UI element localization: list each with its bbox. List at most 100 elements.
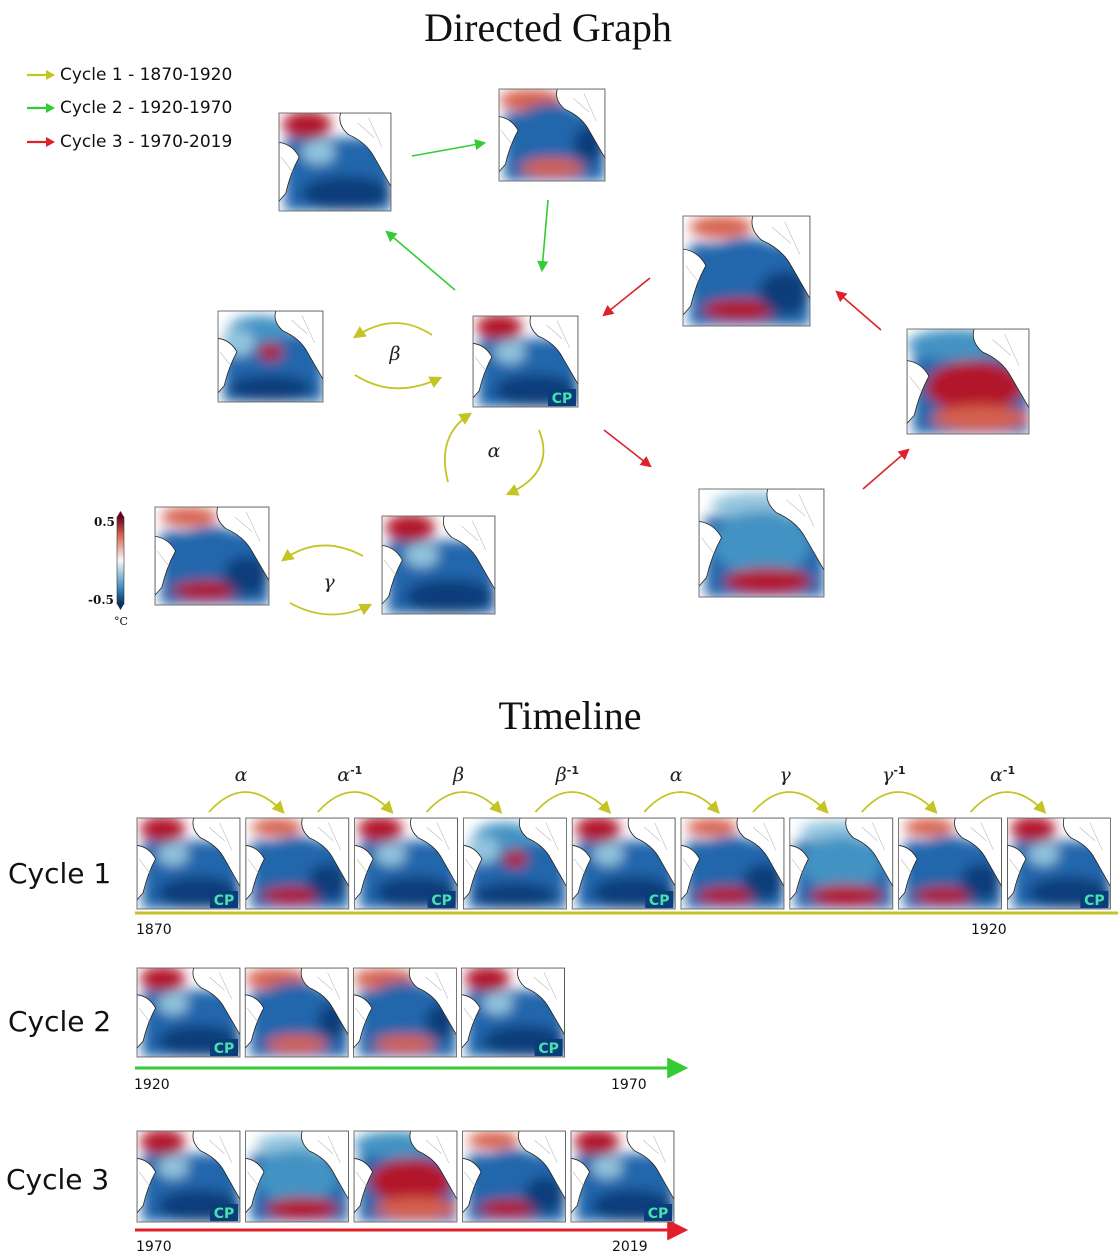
cp-badge: CP xyxy=(1084,893,1105,909)
sst-map: CP xyxy=(1007,817,1111,910)
legend: Cycle 1 - 1870-1920 Cycle 2 - 1920-1970 … xyxy=(26,58,232,159)
legend-label: Cycle 2 - 1920-1970 xyxy=(60,98,233,119)
transition-symbol: β xyxy=(453,764,465,786)
graph-title: Directed Graph xyxy=(424,5,672,50)
sst-map: CP xyxy=(136,817,241,910)
timeline-title: Timeline xyxy=(498,693,642,738)
edge-beta-top xyxy=(352,322,433,339)
beta-label: β xyxy=(389,343,401,365)
edge-red-4 xyxy=(835,290,882,331)
sst-map xyxy=(462,817,567,910)
sst-map xyxy=(498,88,606,182)
transition-exponent: -1 xyxy=(350,763,363,777)
transition-symbol: α xyxy=(337,764,351,787)
transition-exponent: -1 xyxy=(893,763,906,777)
edge-gamma-top xyxy=(280,544,364,562)
sst-map xyxy=(462,1130,566,1223)
transition-arrow xyxy=(861,791,938,814)
sst-map xyxy=(789,817,894,910)
colorbar-top-cap xyxy=(117,511,124,517)
cycle2-label: Cycle 2 xyxy=(8,1005,112,1038)
transition-arrow xyxy=(208,791,285,814)
cycle1-label: Cycle 1 xyxy=(8,857,112,890)
sst-map xyxy=(245,817,350,910)
sst-map: CP xyxy=(461,967,566,1058)
cycle2-end-year: 1970 xyxy=(611,1077,647,1093)
sst-map xyxy=(898,817,1002,910)
cp-badge: CP xyxy=(538,1041,559,1057)
sst-map-panels: CP CP CP CP CP CP CP CP CP xyxy=(136,88,1111,1223)
cp-badge-bg xyxy=(645,891,674,908)
transition-arrow xyxy=(643,791,720,814)
transition-label: α xyxy=(235,764,248,786)
cp-badge: CP xyxy=(552,391,573,407)
transition-symbol: α xyxy=(990,764,1003,787)
sst-map xyxy=(244,967,349,1058)
cp-badge-bg xyxy=(644,1204,672,1221)
sst-map xyxy=(381,515,496,615)
legend-item-cycle1: Cycle 1 - 1870-1920 xyxy=(26,58,232,92)
cp-badge-bg xyxy=(1080,891,1109,908)
edge-beta-bottom xyxy=(354,374,443,390)
transition-arrow xyxy=(752,791,829,814)
colorbar-max-label: 0.5 xyxy=(94,515,115,529)
transition-arrow xyxy=(317,791,394,814)
cycle1-end-year: 1920 xyxy=(971,922,1007,938)
gamma-label: γ xyxy=(323,571,335,593)
alpha-label: α xyxy=(487,440,501,462)
cp-badge: CP xyxy=(648,1206,669,1222)
sst-map xyxy=(154,506,270,606)
transition-label: γ xyxy=(779,764,790,786)
cp-badge: CP xyxy=(649,893,670,909)
edge-green-1 xyxy=(411,139,487,157)
transition-label: α xyxy=(670,764,683,786)
edge-green-2 xyxy=(537,199,549,273)
edge-alpha-right xyxy=(505,429,545,496)
transition-symbol: α xyxy=(669,764,683,786)
arrow-icon xyxy=(27,69,55,80)
transition-label: α-1 xyxy=(990,764,1015,786)
sst-map: CP xyxy=(472,315,579,408)
legend-label: Cycle 1 - 1870-1920 xyxy=(60,64,233,85)
colorbar-min-label: -0.5 xyxy=(88,593,114,607)
transition-exponent: -1 xyxy=(566,763,579,777)
sst-map xyxy=(906,328,1030,435)
colorbar-unit-label: °C xyxy=(114,615,128,628)
cp-badge: CP xyxy=(214,1041,235,1057)
transition-label: α-1 xyxy=(337,764,362,786)
colorbar xyxy=(116,516,125,605)
sst-map xyxy=(353,1130,458,1223)
cp-badge-bg xyxy=(210,1204,238,1221)
sst-map: CP xyxy=(570,1130,675,1223)
sst-map xyxy=(682,215,811,327)
colorbar-bottom-cap xyxy=(117,604,124,610)
sst-map xyxy=(217,310,324,403)
arrow-icon xyxy=(27,136,55,147)
cp-badge-bg xyxy=(427,891,456,908)
transition-symbol: β xyxy=(555,764,567,787)
sst-map xyxy=(278,112,392,212)
transition-label: β xyxy=(453,764,464,786)
sst-map xyxy=(245,1130,349,1223)
transition-label: β-1 xyxy=(556,764,579,786)
cp-badge-bg xyxy=(210,891,238,908)
cycle3-end-year: 2019 xyxy=(612,1239,648,1255)
graph-arrows xyxy=(280,139,910,616)
edge-alpha-left xyxy=(444,412,473,483)
edge-red-1 xyxy=(602,277,651,317)
transition-symbol: γ xyxy=(779,764,791,786)
sst-map: CP xyxy=(136,967,241,1058)
legend-item-cycle2: Cycle 2 - 1920-1970 xyxy=(26,92,232,126)
sst-map xyxy=(352,967,457,1058)
transition-exponent: -1 xyxy=(1002,763,1016,777)
sst-map xyxy=(680,817,785,910)
sst-map: CP xyxy=(136,1130,241,1223)
sst-map xyxy=(698,488,825,598)
cycle3-label: Cycle 3 xyxy=(6,1163,110,1196)
cp-badge: CP xyxy=(214,1206,235,1222)
cp-badge: CP xyxy=(431,893,452,909)
cp-badge-bg xyxy=(534,1039,563,1056)
cycle2-start-year: 1920 xyxy=(134,1077,170,1093)
edge-gamma-bottom xyxy=(289,602,373,616)
